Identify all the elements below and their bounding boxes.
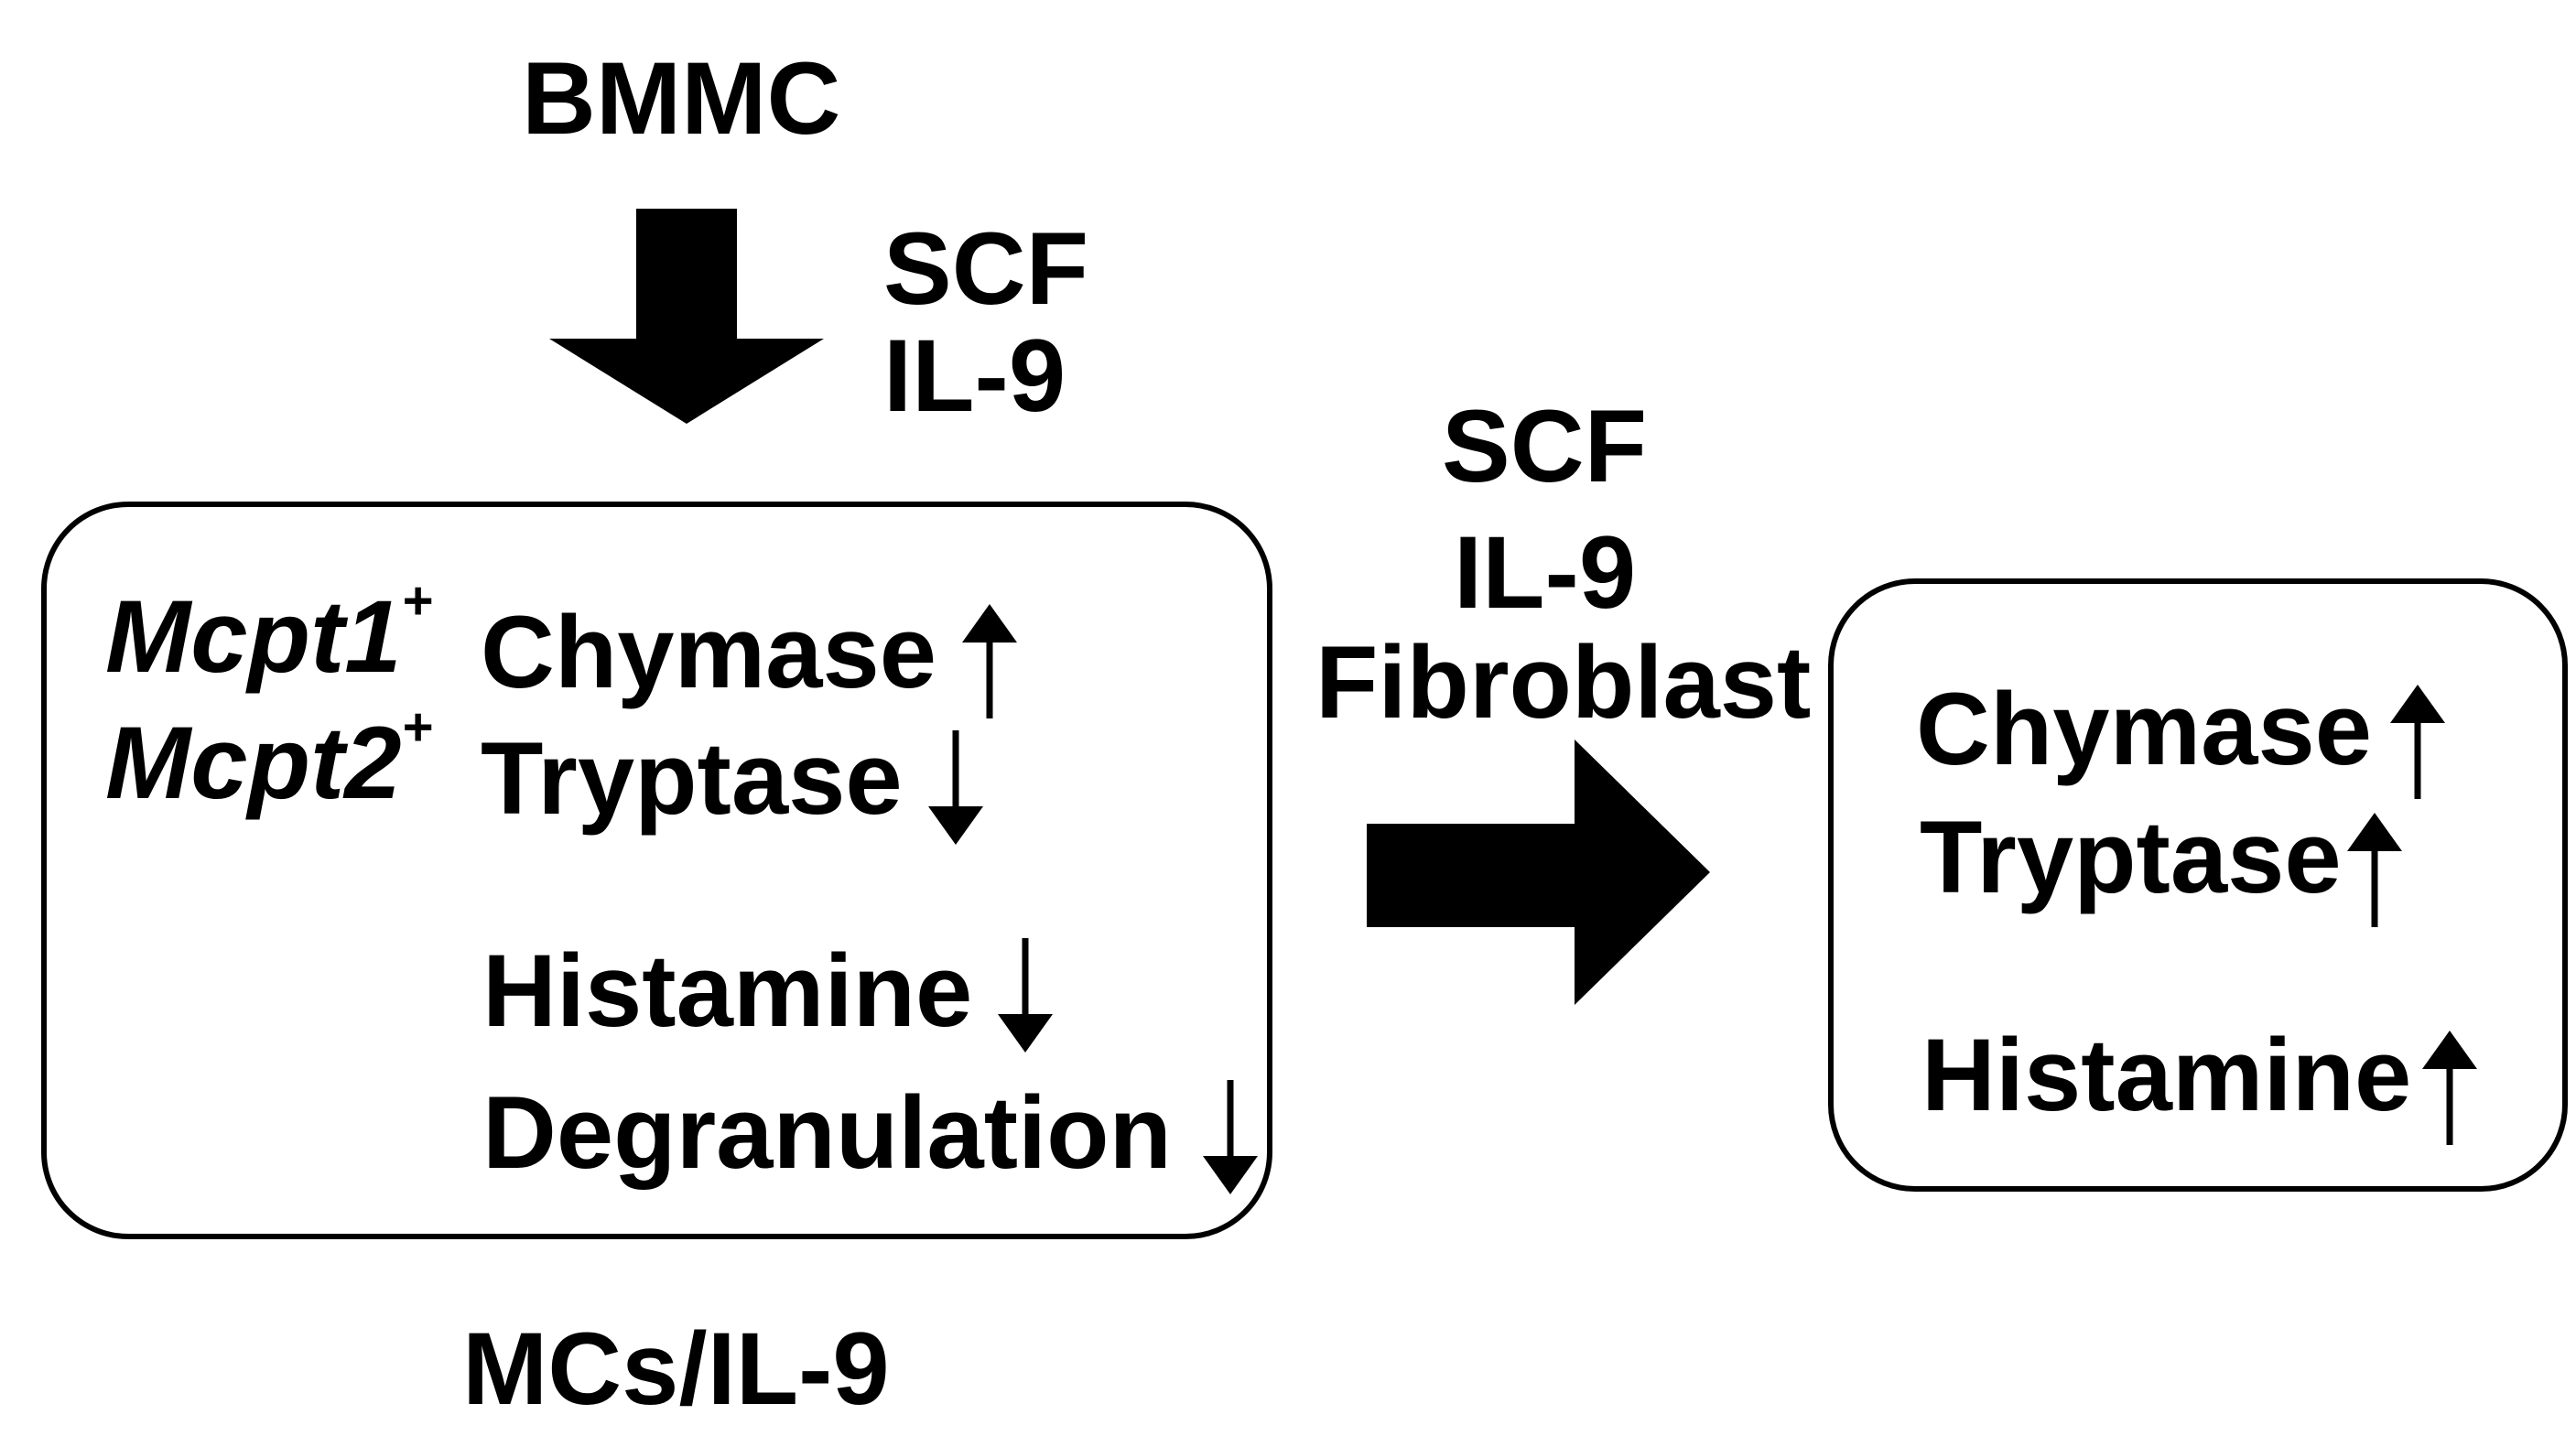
right-block-arrow — [1367, 740, 1710, 1005]
up-arrow-icon — [2390, 685, 2446, 799]
right-item-tryptase: Tryptase — [1920, 787, 2402, 927]
gene-mcpt1-sup: + — [401, 571, 433, 631]
gene-mcpt1: Mcpt1+ — [105, 575, 432, 688]
mcs-il9-box — [41, 502, 1272, 1239]
down-block-arrow — [549, 209, 824, 424]
gene-mcpt2-name: Mcpt2 — [105, 706, 402, 820]
left-item-histamine-label: Histamine — [482, 934, 973, 1048]
up-arrow-icon — [2422, 1031, 2478, 1145]
left-item-degranulation: Degranulation — [482, 1071, 1258, 1194]
step1-factor-scf: SCF — [883, 211, 1088, 326]
up-arrow-icon — [962, 604, 1018, 718]
right-item-histamine-label: Histamine — [1921, 1018, 2412, 1132]
up-arrow-icon — [2346, 813, 2402, 927]
left-item-chymase: Chymase — [481, 586, 1018, 718]
step2-factor-fibroblast: Fibroblast — [1315, 625, 1812, 740]
right-item-chymase-label: Chymase — [1916, 672, 2373, 786]
left-item-histamine: Histamine — [482, 929, 1054, 1053]
result-box — [1828, 578, 2568, 1192]
right-item-histamine: Histamine — [1921, 1005, 2478, 1145]
down-arrow-icon — [1202, 1080, 1258, 1194]
step2-factor-scf: SCF — [1442, 389, 1647, 503]
gene-mcpt1-name: Mcpt1 — [105, 579, 402, 694]
left-item-chymase-label: Chymase — [481, 595, 937, 709]
step1-factor-il9: IL-9 — [883, 319, 1066, 433]
bmmc-label: BMMC — [522, 41, 841, 156]
left-item-tryptase-label: Tryptase — [481, 721, 903, 836]
left-item-tryptase: Tryptase — [481, 712, 983, 845]
gene-mcpt2-sup: + — [401, 697, 433, 757]
down-arrow-icon — [998, 938, 1054, 1053]
gene-mcpt2: Mcpt2+ — [105, 701, 432, 815]
down-arrow-icon — [927, 730, 983, 845]
mcs-il9-caption: MCs/IL-9 — [462, 1312, 890, 1426]
left-item-degranulation-label: Degranulation — [482, 1075, 1172, 1190]
right-item-tryptase-label: Tryptase — [1920, 800, 2342, 914]
step2-factor-il9: IL-9 — [1454, 515, 1637, 630]
right-item-chymase: Chymase — [1916, 659, 2446, 799]
